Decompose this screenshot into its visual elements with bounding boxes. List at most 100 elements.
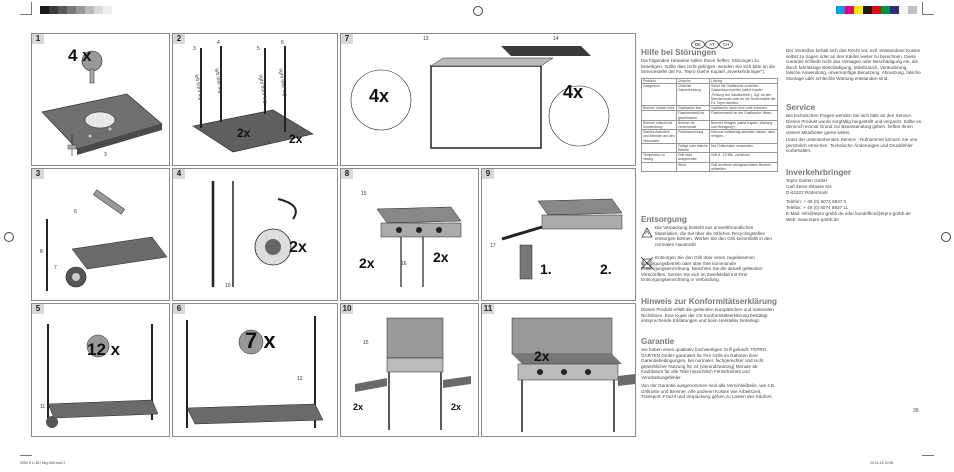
table-row: Fettige oder falsche Wärme Nur Grillscha… — [641, 142, 778, 154]
table-cell: Flaschenventil an der Gasflasche öffnen. — [709, 110, 778, 121]
crop-mark — [922, 14, 934, 15]
callout-label: 7 — [54, 265, 57, 271]
page-number: 39 — [913, 408, 919, 414]
panel-number: 1 — [32, 34, 44, 44]
crop-mark — [20, 14, 32, 15]
country-badge-de: DE — [691, 40, 705, 49]
panel-number: 4 — [173, 169, 185, 179]
callout-label: 15 — [361, 191, 367, 197]
table-cell: Grill an einem windgeschützten Bereich a… — [709, 161, 778, 173]
table-cell — [641, 110, 677, 121]
quantity-label: 4x — [369, 86, 390, 106]
quantity-label: 7 x — [245, 328, 276, 353]
table-cell: Brenner ist verschmutzt — [676, 119, 710, 131]
table-row: Wind Grill an einem windgeschützten Bere… — [641, 161, 778, 173]
troubleshooting-heading: Hilfe bei Störungen — [641, 48, 717, 57]
table-cell: Gasgeruch — [641, 83, 677, 107]
table-cell: Brenner reinigen (siehe Kapitel „Wartung… — [709, 119, 778, 131]
side-shelf-illustration — [355, 317, 471, 430]
quantity-label: 2x — [289, 239, 307, 256]
assembly-panel-7: 7 4x 4x 13 14 — [340, 33, 636, 166]
table-row: Starkes Auflodern und Brennen auf den He… — [641, 129, 778, 144]
distributor-email[interactable]: E-Mail: info@tepro-gmbh.de oder kundeffi… — [786, 211, 911, 216]
distributor-website[interactable]: Web: www.tepro-gmbh.de — [786, 217, 839, 222]
process-color-strip — [836, 6, 917, 14]
disposal-text: Die Verpackung besteht aus umweltfreundl… — [655, 225, 772, 247]
assembly-panel-5: 5 12 x 11 — [31, 303, 170, 437]
callout-label: 6 — [281, 40, 284, 46]
frame-illustration — [46, 324, 159, 428]
panel-number: 8 — [341, 169, 353, 179]
quantity-label: 2x — [359, 255, 375, 271]
callout-label: 14 — [553, 36, 559, 42]
table-cell — [641, 142, 677, 154]
table-cell: Flaschenventil ist geschlossen — [676, 110, 710, 121]
table-row: Temperatur zu niedrig Grill nicht ausger… — [641, 152, 778, 163]
table-cell: Undichte Gasverbindung — [676, 83, 710, 107]
callout-label: 8 — [40, 249, 43, 255]
recycling-icon — [641, 226, 653, 238]
troubleshooting-intro: Die folgenden Hinweise sollen Ihnen helf… — [641, 58, 776, 75]
assembly-panel-2: 2 3 4 5 6 left front leg left rear leg r… — [172, 33, 338, 166]
frame-bottom-illustration — [186, 316, 324, 428]
quantity-label: 2x — [237, 126, 251, 140]
table-row: Gasgeruch Undichte Gasverbindung Sofort … — [641, 83, 778, 107]
quantity-label: 2x — [433, 249, 449, 265]
callout-label: 6 — [74, 209, 77, 215]
callout-label: 13 — [423, 36, 429, 42]
distributor-fax: Telefax: + 49 (0) 6074 8937 11 — [786, 205, 849, 210]
quantity-label: 4 x — [68, 46, 92, 65]
quantity-label: 12 x — [87, 340, 121, 359]
print-slug-left: 3950 E Li BO 5bg Grill.indd 2 — [20, 461, 66, 465]
crop-mark — [922, 2, 923, 14]
assembly-panel-4: 4 2x 10 — [172, 168, 338, 301]
assembled-grill-illustration — [511, 317, 635, 432]
table-header-row: Problem Ursache Lösung — [641, 77, 778, 85]
warranty-heading: Garantie — [641, 337, 675, 346]
panel-number: 5 — [32, 304, 44, 314]
table-cell: Temperatur zu niedrig — [641, 152, 677, 163]
table-cell: Grill nicht ausgerichtet — [676, 152, 710, 163]
table-cell: Brenner zündet nicht — [641, 105, 677, 112]
warranty-exclusions-text: Von der Garantie ausgenommen sind alle V… — [641, 383, 776, 400]
conformity-text: Dieses Produkt erfüllt die geltenden eur… — [641, 307, 774, 324]
crop-mark — [922, 455, 934, 456]
callout-label: 3 — [193, 46, 196, 52]
step-label: 1. — [540, 261, 552, 277]
assembly-panel-10: 10 2x 2x 15 — [340, 303, 479, 437]
caster-illustration — [211, 181, 297, 287]
table-cell: Nur Grillschalen verwenden. — [709, 142, 778, 154]
assembly-panel-6: 6 7 x 12 — [172, 303, 338, 437]
assembly-panel-3: 3 6 7 8 — [31, 168, 170, 301]
panel-number: 7 — [341, 34, 353, 44]
distributor-city: D-63322 Rödermark — [786, 190, 828, 195]
gas-hose-illustration — [501, 198, 623, 280]
shelf-illustration — [41, 50, 163, 156]
callout-label: 3 — [104, 152, 107, 158]
warranty-continued-text: Der Vertreiber behält sich das Recht vor… — [786, 48, 921, 81]
quantity-label: 2x — [289, 132, 303, 146]
crop-mark — [31, 2, 32, 14]
callout-label: 12 — [297, 376, 303, 382]
table-cell: Brenner erlischt bei Verwendung — [641, 119, 677, 131]
grill-body-illustration — [376, 206, 462, 287]
step-label: 2. — [600, 261, 612, 277]
print-slug-right: 09.10.15 10:55 — [870, 461, 894, 465]
grayscale-color-strip — [40, 6, 112, 14]
table-cell: Fettansammlung — [676, 129, 710, 144]
service-text: Bei technischen Fragen wenden Sie sich b… — [786, 113, 922, 135]
distributor-heading: Inverkehrbringer — [786, 168, 852, 177]
country-badge-ch: CH — [719, 40, 733, 49]
callout-label: 11 — [40, 404, 46, 410]
distributor-name: Tepro Garten GmbH — [786, 178, 828, 183]
wheel-axle-illustration — [46, 189, 168, 291]
assembly-panel-11: 11 2x — [481, 303, 636, 437]
warranty-text: Sie haben einen qualitativ hochwertigen … — [641, 347, 767, 380]
table-cell: Starkes Auflodern und Brennen auf den He… — [641, 129, 677, 144]
assembly-panel-8: 8 2x 2x 15 16 — [340, 168, 479, 301]
quantity-label: 4x — [563, 82, 584, 102]
table-row: Brenner erlischt bei Verwendung Brenner … — [641, 119, 778, 131]
table-cell: Sofort die Gasflasche zudrehen. Gasschla… — [709, 83, 778, 107]
conformity-heading: Hinweis zur Konformitätserklärung — [641, 297, 778, 306]
crossed-bin-icon — [640, 256, 654, 270]
